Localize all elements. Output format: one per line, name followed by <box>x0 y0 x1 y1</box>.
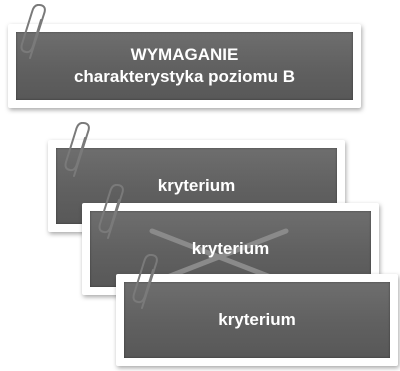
criterion-label-3: kryterium <box>218 310 296 329</box>
paperclip-icon <box>20 4 46 59</box>
requirement-plate: WYMAGANIE charakterystyka poziomu B <box>16 32 353 100</box>
requirement-title: WYMAGANIE <box>130 45 239 64</box>
requirement-card: WYMAGANIE charakterystyka poziomu B <box>8 24 361 108</box>
criterion-label-1: kryterium <box>157 176 236 195</box>
criterion-label-2: kryterium <box>191 239 270 258</box>
criterion-plate-3: kryterium <box>124 282 390 358</box>
paperclip-icon <box>98 184 124 239</box>
paperclip-icon <box>132 254 158 309</box>
requirement-subtitle: charakterystyka poziomu B <box>73 67 296 86</box>
criterion-card-3: kryterium <box>116 274 398 366</box>
paperclip-icon <box>64 122 90 177</box>
